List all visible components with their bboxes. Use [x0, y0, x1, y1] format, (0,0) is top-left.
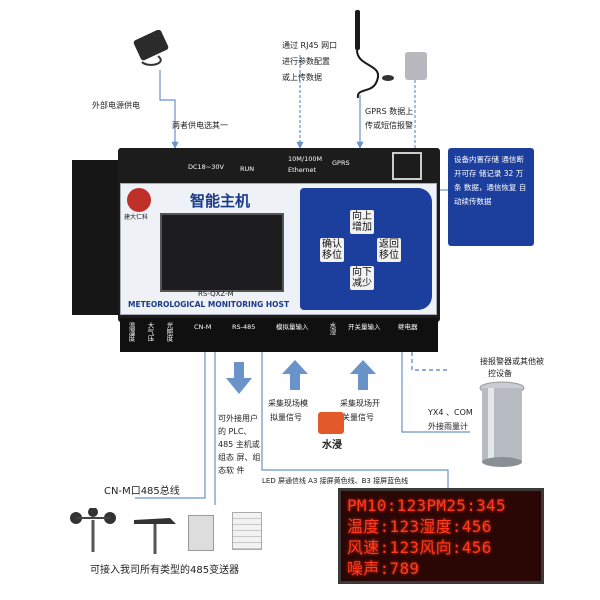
led-line-4: 噪声:789 [347, 559, 420, 578]
rj45-note-2: 进行参数配置 [282, 57, 330, 66]
brand-logo [127, 188, 151, 212]
port-switch: 开关量输入 [348, 323, 381, 331]
power-line [159, 70, 179, 149]
key-confirm[interactable]: 确认 移位 [320, 238, 344, 262]
port-cnm: CN-M [194, 323, 212, 331]
rj45-note-3: 或上传数据 [282, 73, 322, 82]
dc-label: DC18~30V [188, 163, 224, 171]
wind-vane-icon [130, 510, 180, 560]
gprs-note-2: 传或短信报警 [365, 121, 413, 130]
host-title: 智能主机 [190, 192, 251, 210]
relay-line [411, 352, 448, 371]
key-back[interactable]: 返回 移位 [377, 238, 401, 262]
rj45-port-icon [392, 152, 422, 180]
port-water: 水浸 [328, 322, 336, 335]
analog-note-2: 拟量信号 [270, 413, 302, 422]
analog-arrow-icon [282, 360, 308, 394]
key-back-line2: 移位 [379, 250, 399, 261]
port-pressure: 大气压 [146, 322, 154, 342]
rj45-note-1: 通过 RJ45 网口 [282, 41, 338, 50]
key-down-line1: 向下 [352, 267, 372, 278]
lcd-screen [160, 213, 284, 292]
rain-line [401, 352, 470, 433]
host-side-block [72, 160, 122, 315]
led-line-1: PM10:123PM25:345 [347, 496, 506, 515]
cnm-bus-label: CN-M口485总线 [104, 486, 180, 497]
led-line [261, 352, 449, 488]
key-up-line1: 向上 [352, 211, 372, 222]
key-back-line1: 返回 [379, 239, 399, 250]
key-confirm-line1: 确认 [322, 239, 342, 250]
water-label: 水浸 [322, 440, 342, 451]
antenna-icon [336, 8, 396, 100]
led-line-2: 温度:123湿度:456 [347, 517, 492, 536]
power-supply-label: 外部电源供电 [92, 101, 140, 110]
anemometer-icon [68, 507, 118, 558]
bus-line [135, 352, 206, 499]
water-sensor-icon [318, 412, 344, 434]
led-wiring-label: LED 屏通信线 A3 接屏黄色线、B3 接屏蓝色线 [262, 477, 409, 485]
host-top-strip: DC18~30V RUN 10M/100M Ethernet GPRS [120, 150, 438, 180]
ethernet-label: Ethernet [288, 166, 316, 174]
storage-note: 设备内置存储 通信断开可存 储记录 32 万条 数据，通信恢复 自动续传数据 [448, 148, 534, 246]
gprs-note-1: GPRS 数据上 [365, 107, 414, 116]
port-relay: 继电器 [398, 323, 418, 331]
switch-arrow-icon [350, 360, 376, 394]
plc-note: 可外接用户 的 PLC、485 主机或组态 屏、组态软 件 [218, 414, 261, 475]
louver-box-icon [232, 512, 262, 550]
port-light: 光照度 [165, 322, 173, 342]
port-rs485: RS-485 [232, 323, 256, 331]
port-temp: 温湿度 [127, 322, 135, 342]
all-sensors-label: 可接入我司所有类型的485变送器 [90, 565, 240, 576]
sensor-box-icon [188, 515, 214, 551]
power-choice-label: 两者供电选其一 [172, 121, 228, 130]
rain-note-1: YX4 、COM [428, 408, 473, 417]
key-up[interactable]: 向上 增加 [350, 210, 374, 234]
led-display: PM10:123PM25:345 温度:123湿度:456 风速:123风向:4… [338, 488, 544, 584]
speed-label: 10M/100M [288, 155, 323, 163]
output-arrow-icon [226, 362, 252, 398]
led-line-3: 风速:123风向:456 [347, 538, 492, 557]
switch-note-1: 采集现场开 [340, 399, 380, 408]
power-adapter-icon [128, 29, 178, 70]
key-down[interactable]: 向下 减少 [350, 266, 374, 290]
analog-note-1: 采集现场模 [268, 399, 308, 408]
gprs-port-label: GPRS [332, 159, 350, 167]
switch-note-2: 关量信号 [342, 413, 374, 422]
relay-note-2: 控设备 [488, 369, 512, 378]
host-model: RS-QXZ-M [198, 290, 234, 298]
rain-gauge-icon [478, 380, 526, 472]
host-subtitle: METEOROLOGICAL MONITORING HOST [128, 300, 290, 309]
relay-note-1: 接报警器或其他被 [480, 357, 544, 366]
port-strip [120, 318, 438, 352]
key-up-line2: 增加 [352, 222, 372, 233]
run-label: RUN [240, 165, 255, 173]
brand-label: 建大仁科 [124, 214, 149, 221]
key-confirm-line2: 移位 [322, 250, 342, 261]
rain-note-2: 外接雨量计 [428, 422, 468, 431]
port-analog: 模拟量输入 [276, 323, 309, 331]
key-down-line2: 减少 [352, 278, 372, 289]
sim-dongle-icon [405, 52, 427, 80]
